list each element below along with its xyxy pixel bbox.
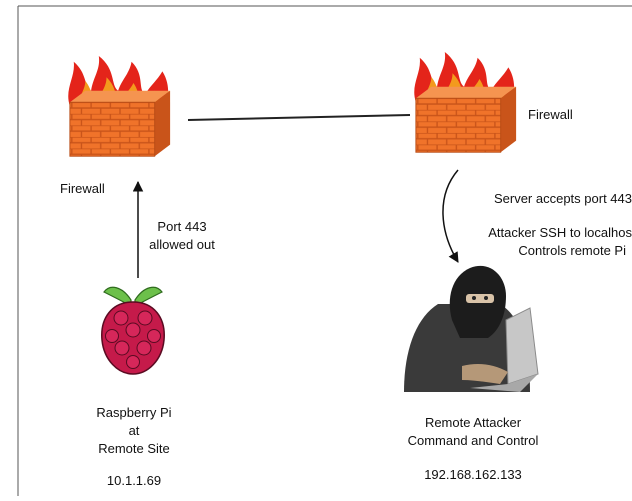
left-link-line1: Port 443 [157,219,207,234]
raspberry-pi-line2: at [128,423,140,438]
right-firewall-label: Firewall [528,107,573,122]
raspberry-pi-ip: 10.1.1.69 [106,473,162,488]
right-firewall-icon [413,52,517,153]
firewall-link-line [187,114,411,121]
attacker-ip: 192.168.162.133 [424,467,522,482]
firewall-to-attacker-arrow [442,169,459,263]
raspberry-pi-line1: Raspberry Pi [96,405,172,420]
attacker-caption: Remote Attacker Command and Control [398,414,548,450]
right-link-line3: Controls remote Pi [518,243,626,258]
raspberry-pi-icon [101,286,165,375]
attacker-line1: Remote Attacker [424,415,522,430]
left-firewall-label: Firewall [60,181,105,196]
attacker-line2: Command and Control [407,433,539,448]
hooded-attacker-laptop-icon [404,265,539,392]
raspberry-pi-caption: Raspberry Pi at Remote Site [78,404,190,458]
left-firewall-icon [67,56,171,157]
right-link-line2: Attacker SSH to localhos [488,225,632,240]
left-link-label: Port 443 allowed out [138,218,226,254]
right-link-line1: Server accepts port 443 [493,191,632,206]
left-link-line2: allowed out [149,237,215,252]
raspberry-pi-line3: Remote Site [98,441,170,456]
